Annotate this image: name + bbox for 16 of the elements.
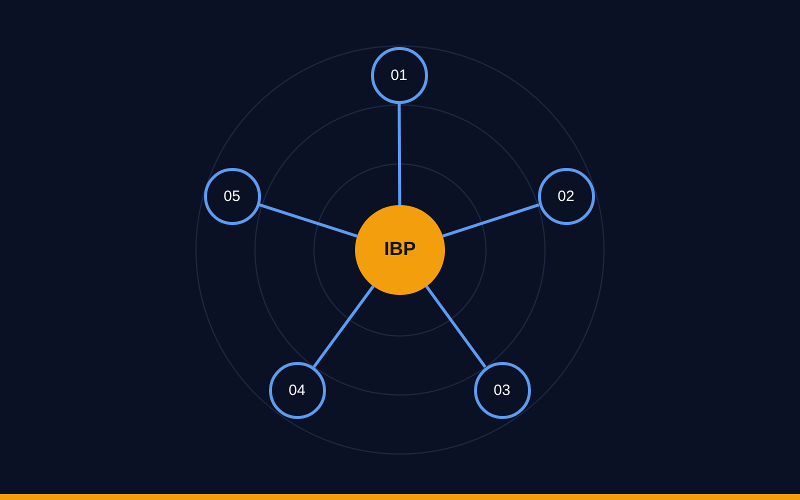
connector-line <box>398 104 402 205</box>
connector-line <box>258 203 358 238</box>
step-number: 01 <box>390 66 408 84</box>
connector-line <box>425 286 486 368</box>
numbered-circle <box>268 362 326 418</box>
numbered-circle <box>538 168 594 224</box>
step-number: 04 <box>288 382 306 398</box>
step-number: 03 <box>494 382 510 398</box>
numbered-circle <box>204 168 260 224</box>
connector-line <box>312 285 374 368</box>
numbered-circle <box>370 46 428 104</box>
hub-label: IBP <box>384 239 416 261</box>
connector-line <box>442 203 540 238</box>
step-number: 02 <box>558 188 574 204</box>
numbered-circle <box>474 362 530 418</box>
step-number: 05 <box>224 188 240 204</box>
